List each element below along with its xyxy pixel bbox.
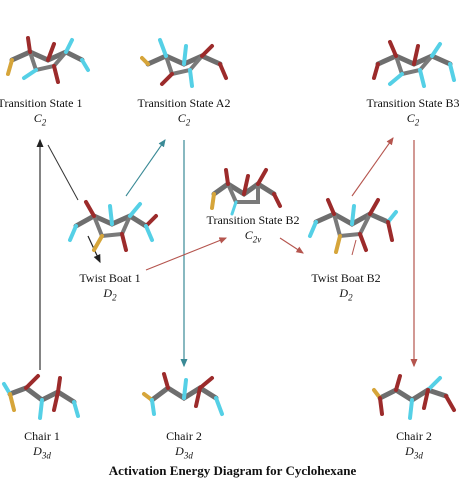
figure-caption: Activation Energy Diagram for Cyclohexan… <box>108 463 357 478</box>
label-tsa2-name: Transition State A2 <box>137 96 231 110</box>
label-ch1-sym: D3d <box>33 444 51 461</box>
label-tbb2-name: Twist Boat B2 <box>311 271 381 285</box>
arrow-tb1-to-tsa2 <box>125 139 166 197</box>
molecule-model-icon <box>140 38 228 88</box>
label-ch2b-name: Chair 2 <box>396 429 432 443</box>
label-ch2a-sym: D3d <box>175 444 193 461</box>
molecule-model-icon <box>372 374 456 420</box>
label-ch2b-sym: D3d <box>405 444 423 461</box>
label-tsb2-sym: C2v <box>244 228 262 245</box>
label-tbb2-sym: D2 <box>339 286 353 303</box>
arrow-ts1-to-tb1-line <box>47 144 79 201</box>
arrow-stub-tbb2 <box>351 239 357 256</box>
label-tsb2-name: Transition State B2 <box>206 213 300 227</box>
molecule-model-icon <box>68 200 158 252</box>
molecule-model-icon <box>372 40 456 88</box>
molecule-model-icon <box>142 372 224 416</box>
label-tsb3-sym: C2 <box>406 111 420 128</box>
label-ts1-name: Transition State 1 <box>0 96 83 110</box>
molecule-model-icon <box>210 168 282 216</box>
arrow-tsb2-to-tbb2 <box>279 237 304 254</box>
label-ts1-sym: C2 <box>33 111 47 128</box>
label-tb1-name: Twist Boat 1 <box>79 271 141 285</box>
label-tsb3-name: Transition State B3 <box>366 96 460 110</box>
molecule-model-icon <box>2 374 80 420</box>
label-tsa2-sym: C2 <box>177 111 191 128</box>
molecule-model-icon <box>6 36 90 84</box>
arrow-tb1-to-tsb2 <box>145 237 228 271</box>
label-tb1-sym: D2 <box>103 286 117 303</box>
arrow-tbb2-to-tsb3 <box>351 137 394 197</box>
label-ch1-name: Chair 1 <box>24 429 60 443</box>
molecule-model-icon <box>308 198 398 254</box>
label-ch2a-name: Chair 2 <box>166 429 202 443</box>
